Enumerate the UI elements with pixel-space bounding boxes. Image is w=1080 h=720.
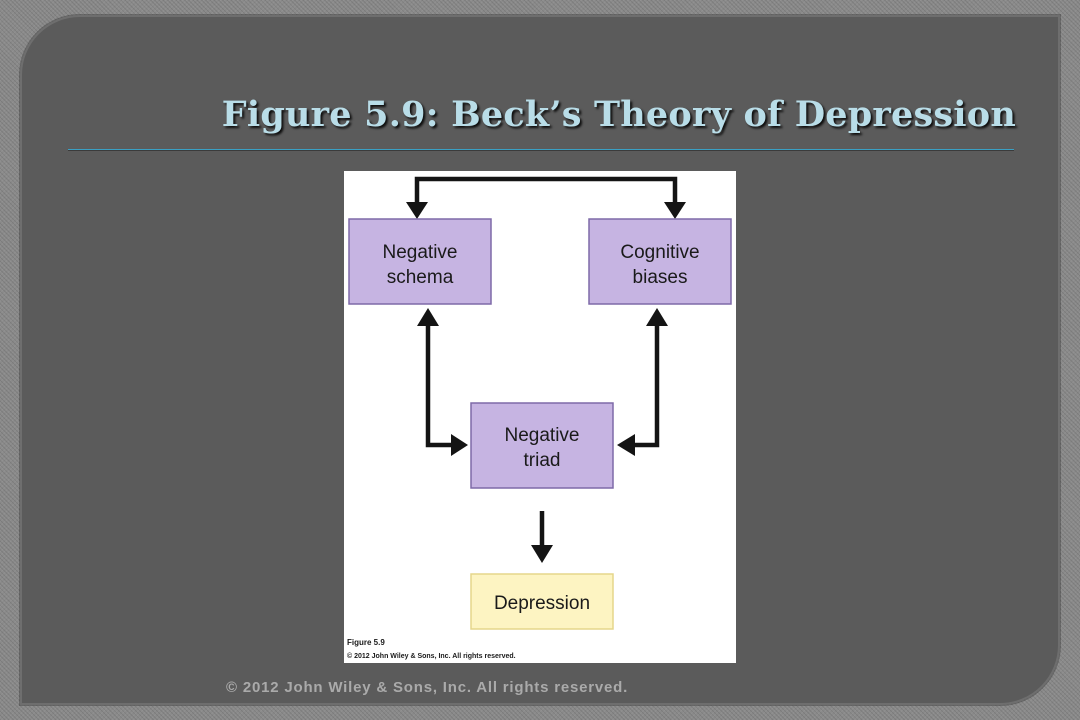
arrowhead-into-triad-right — [617, 434, 635, 456]
edge-biases-triad — [631, 323, 660, 448]
node-cognitive-biases-line-2: biases — [633, 267, 688, 288]
node-depression: Depression — [470, 573, 614, 630]
node-cognitive-biases-box — [588, 218, 732, 305]
arrowhead-into-biases — [664, 202, 686, 219]
edge-schema-triad — [425, 323, 455, 448]
arrowhead-into-biases-bottom — [646, 308, 668, 326]
edge-schema-biases — [414, 176, 678, 205]
slide-title: Figure 5.9: Beck’s Theory of Depression — [221, 94, 1016, 135]
slide-footer-copyright: © 2012 John Wiley & Sons, Inc. All right… — [226, 679, 629, 696]
node-negative-triad-line-1: Negative — [505, 425, 580, 446]
node-negative-schema: Negative schema — [348, 218, 492, 305]
node-negative-schema-box — [348, 218, 492, 305]
diagram-canvas: Negative schema Cognitive biases Negativ… — [347, 176, 732, 660]
title-divider — [68, 149, 1014, 150]
node-depression-label: Depression — [494, 593, 590, 614]
node-cognitive-biases: Cognitive biases — [588, 218, 732, 305]
node-negative-triad: Negative triad — [470, 402, 614, 489]
node-depression-box — [470, 573, 614, 630]
arrowhead-into-schema-bottom — [417, 308, 439, 326]
node-negative-triad-box — [470, 402, 614, 489]
figure-diagram: Negative schema Cognitive biases Negativ… — [344, 171, 736, 663]
figure-caption-label: Figure 5.9 — [347, 638, 385, 647]
arrowhead-into-triad-left — [451, 434, 468, 456]
arrowhead-into-depression — [531, 545, 553, 563]
arrowhead-into-schema — [406, 202, 428, 219]
node-cognitive-biases-line-1: Cognitive — [620, 242, 699, 263]
node-negative-triad-line-2: triad — [524, 450, 561, 471]
node-negative-schema-line-1: Negative — [383, 242, 458, 263]
figure-caption-copyright: © 2012 John Wiley & Sons, Inc. All right… — [347, 652, 516, 660]
node-negative-schema-line-2: schema — [387, 267, 454, 288]
